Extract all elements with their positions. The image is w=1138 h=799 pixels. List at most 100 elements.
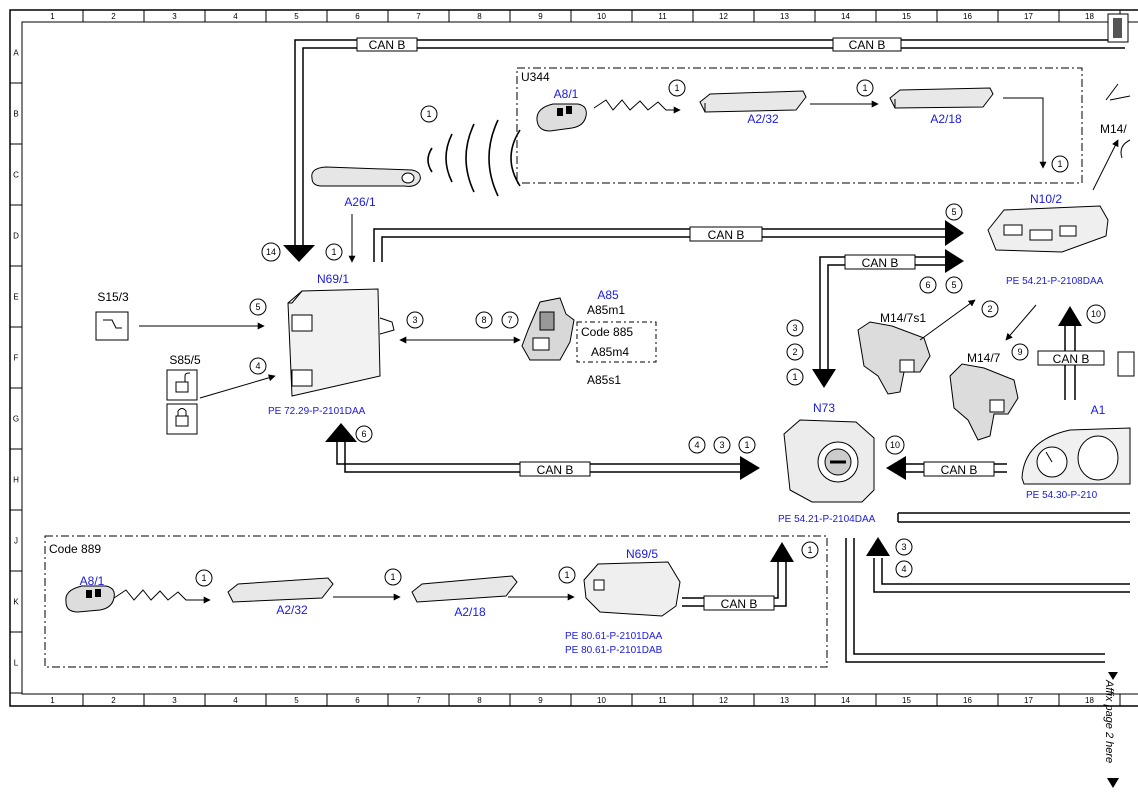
- a85m4-label: A85m4: [591, 345, 629, 359]
- n73-label: N73: [813, 401, 835, 415]
- row-letter: A: [13, 49, 19, 58]
- signal-arrow: [1092, 139, 1119, 191]
- svg-text:3: 3: [901, 542, 906, 552]
- circled-number: 1: [786, 368, 804, 386]
- circled-number: 1: [558, 566, 576, 584]
- column-number: 6: [355, 696, 360, 705]
- s85-5-label: S85/5: [169, 353, 201, 367]
- svg-text:1: 1: [807, 545, 812, 555]
- antenna-module-icon: [227, 577, 334, 603]
- svg-text:1: 1: [862, 83, 867, 93]
- a85s1-label: A85s1: [587, 373, 621, 387]
- row-letter: F: [14, 354, 19, 363]
- svg-text:2: 2: [792, 347, 797, 357]
- svg-text:1: 1: [744, 440, 749, 450]
- column-number: 10: [597, 696, 606, 705]
- circled-number: 1: [801, 541, 819, 559]
- mirror-motor-icon: [1120, 139, 1131, 159]
- can-label-box: [923, 461, 995, 477]
- column-number: 8: [477, 696, 482, 705]
- n10-2-label: N10/2: [1030, 192, 1062, 206]
- svg-text:1: 1: [426, 109, 431, 119]
- svg-text:4: 4: [694, 440, 699, 450]
- svg-text:5: 5: [951, 207, 956, 217]
- svg-text:1: 1: [792, 372, 797, 382]
- svg-text:5: 5: [255, 302, 260, 312]
- control-module-icon: [287, 288, 395, 397]
- arrow-into-n69-1: [283, 245, 315, 262]
- row-letter: D: [13, 232, 19, 241]
- column-number: 17: [1024, 696, 1033, 705]
- column-ruler: 1122334455667788991010111112121313141415…: [50, 10, 1121, 706]
- row-letter: J: [14, 537, 18, 546]
- circled-number: 1: [668, 79, 686, 97]
- circled-number: 14: [261, 242, 281, 262]
- row-letter: B: [13, 110, 18, 119]
- a2-18-bottom-label: A2/18: [454, 605, 486, 619]
- column-number: 18: [1085, 12, 1094, 21]
- svg-text:2: 2: [987, 304, 992, 314]
- u344-box: [516, 67, 1083, 184]
- ref-pe-80-61-a: PE 80.61-P-2101DAA: [565, 631, 663, 642]
- a2-32-bottom-label: A2/32: [276, 603, 308, 617]
- code-885-label: Code 885: [581, 325, 633, 339]
- radio-signal-zigzag: [113, 589, 211, 604]
- svg-text:10: 10: [890, 440, 900, 450]
- row-letter: E: [13, 293, 18, 302]
- column-number: 3: [172, 696, 177, 705]
- column-number: 16: [963, 12, 972, 21]
- svg-text:1: 1: [1057, 159, 1062, 169]
- column-number: 10: [597, 12, 606, 21]
- u344-label: U344: [521, 70, 550, 84]
- can-label-box: [519, 461, 591, 477]
- arrow-into-n73: [770, 542, 794, 562]
- svg-text:6: 6: [925, 280, 930, 290]
- ref-pe-54-21-2104: PE 54.21-P-2104DAA: [778, 514, 876, 525]
- circled-number: 3: [895, 538, 913, 556]
- can-b-n69-to-n73: [336, 440, 742, 473]
- ref-pe-80-61-b: PE 80.61-P-2101DAB: [565, 645, 663, 656]
- circled-number: 1: [420, 105, 438, 123]
- circled-number: 1: [325, 243, 343, 261]
- row-letter: G: [13, 415, 19, 424]
- arrow-into-n10-2: [945, 220, 964, 246]
- circled-number: 1: [1051, 155, 1069, 173]
- column-number: 18: [1085, 696, 1094, 705]
- a2-32-top-label: A2/32: [747, 112, 779, 126]
- can-label-7: CAN B: [941, 463, 978, 477]
- column-number: 5: [294, 12, 299, 21]
- drawing-frame: [9, 9, 1138, 707]
- antenna-module-icon: [889, 87, 994, 109]
- circled-number: 2: [786, 343, 804, 361]
- can-label-2: CAN B: [849, 38, 886, 52]
- row-letter: K: [13, 598, 19, 607]
- column-number: 16: [963, 696, 972, 705]
- door-handle-icon: [311, 166, 421, 187]
- circled-number: 6: [355, 425, 373, 443]
- circled-number: 7: [501, 311, 519, 329]
- svg-text:4: 4: [901, 564, 906, 574]
- signal-arrow: [199, 374, 276, 399]
- ignition-switch-icon: [783, 419, 875, 503]
- circled-number: 5: [945, 276, 963, 294]
- column-number: 13: [780, 12, 789, 21]
- column-number: 11: [658, 12, 667, 21]
- can-b-n73-down: [845, 538, 1130, 663]
- a85m1-label: A85m1: [587, 303, 625, 317]
- svg-text:1: 1: [331, 247, 336, 257]
- can-label-8: CAN B: [721, 597, 758, 611]
- a8-1-bottom-label: A8/1: [80, 574, 105, 588]
- ref-pe-72-29: PE 72.29-P-2101DAA: [268, 406, 366, 417]
- lock-icon: [175, 415, 189, 427]
- can-label-box: [844, 254, 916, 270]
- circled-number: 4: [249, 357, 267, 375]
- a26-1-label: A26/1: [344, 195, 376, 209]
- s15-3-label: S15/3: [97, 290, 129, 304]
- column-number: 7: [416, 12, 421, 21]
- a85-label: A85: [597, 288, 619, 302]
- m14-7s1-label: M14/7s1: [880, 311, 926, 325]
- column-number: 15: [902, 696, 911, 705]
- can-label-6: CAN B: [537, 463, 574, 477]
- svg-text:1: 1: [201, 573, 206, 583]
